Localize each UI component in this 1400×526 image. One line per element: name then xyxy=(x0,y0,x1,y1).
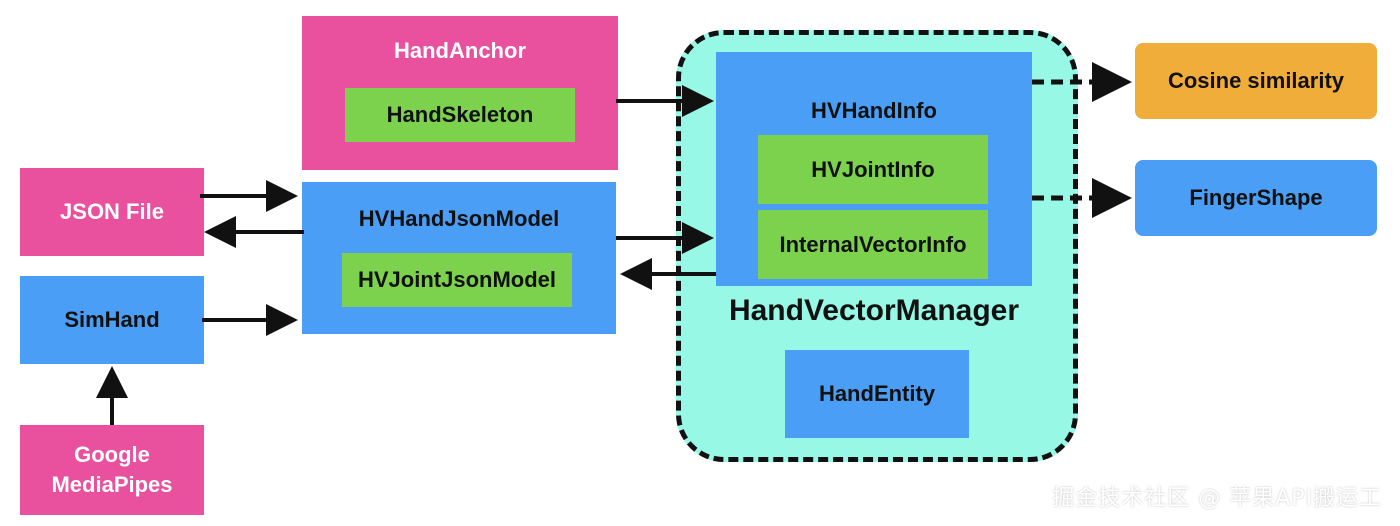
hv-joint-json-model-label: HVJointJsonModel xyxy=(357,267,556,293)
hand-entity-node: HandEntity xyxy=(785,350,969,438)
hv-hand-json-model-label: HVHandJsonModel xyxy=(358,206,560,231)
google-mediapipes-node: Google MediaPipes xyxy=(20,425,204,515)
hand-skeleton-label: HandSkeleton xyxy=(386,102,534,128)
hand-skeleton-node: HandSkeleton xyxy=(345,88,575,142)
hand-anchor-label: HandAnchor xyxy=(394,38,526,63)
sim-hand-node: SimHand xyxy=(20,276,204,364)
cosine-similarity-node: Cosine similarity xyxy=(1135,43,1377,119)
json-file-node: JSON File xyxy=(20,168,204,256)
hand-vector-manager-label: HandVectorManager xyxy=(728,294,1020,327)
finger-shape-label: FingerShape xyxy=(1189,185,1323,211)
hand-entity-label: HandEntity xyxy=(818,381,936,407)
watermark: 掘金技术社区 @ 苹果API搬运工 xyxy=(1052,486,1382,511)
json-file-label: JSON File xyxy=(60,199,164,225)
cosine-similarity-label: Cosine similarity xyxy=(1167,68,1345,94)
hv-joint-json-model-node: HVJointJsonModel xyxy=(342,253,572,307)
internal-vector-info-node: InternalVectorInfo xyxy=(758,210,988,279)
hv-joint-info-node: HVJointInfo xyxy=(758,135,988,204)
internal-vector-info-label: InternalVectorInfo xyxy=(779,231,967,257)
hv-hand-info-label: HVHandInfo xyxy=(811,98,937,123)
sim-hand-label: SimHand xyxy=(64,307,160,333)
hv-joint-info-label: HVJointInfo xyxy=(811,156,935,182)
finger-shape-node: FingerShape xyxy=(1135,160,1377,236)
google-mediapipes-label: Google MediaPipes xyxy=(51,442,173,497)
